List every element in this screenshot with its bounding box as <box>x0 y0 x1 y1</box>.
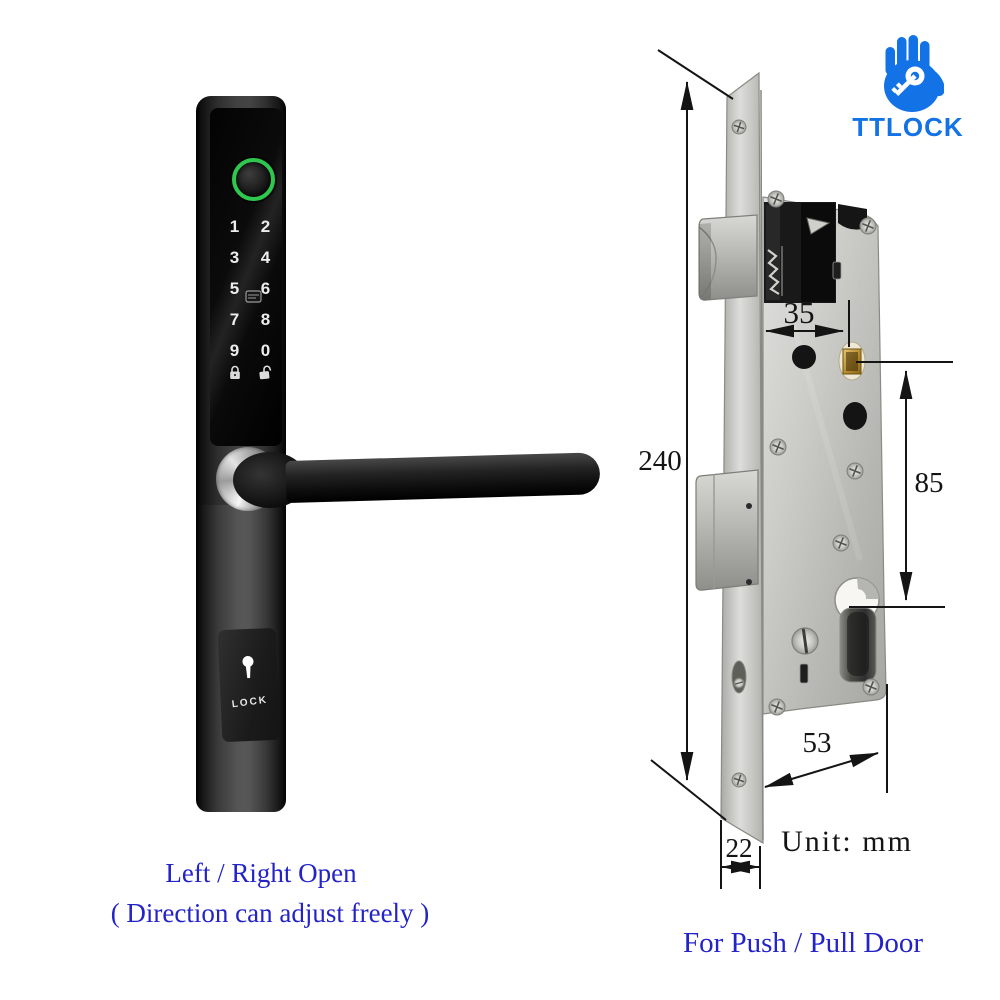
lock-status-keys <box>219 362 281 388</box>
case-screws <box>767 190 880 716</box>
key-6: 6 <box>260 279 271 298</box>
brand-name: TTLOCK <box>852 112 964 142</box>
dim-depth-arrow <box>764 752 879 788</box>
faceplate-edge <box>760 89 764 841</box>
caption-open-direction: Left / Right Open <box>165 858 357 888</box>
slot-bottom <box>799 663 809 684</box>
dim-backset-label: 35 <box>784 295 815 330</box>
key-1: 1 <box>229 217 240 236</box>
key-4: 4 <box>260 248 271 267</box>
door-handle-lever <box>285 452 601 503</box>
slot-top <box>832 261 842 280</box>
key-8: 8 <box>260 310 271 329</box>
unit-label: Unit: mm <box>781 825 913 858</box>
dim-height-label: 240 <box>638 445 682 477</box>
key-0: 0 <box>260 341 271 360</box>
ext-line-bottom <box>650 759 727 821</box>
caption-door-type: For Push / Pull Door <box>682 927 924 959</box>
faceplate <box>720 71 764 845</box>
unlocked-padlock-icon <box>258 365 274 385</box>
spring-mechanism <box>764 202 836 303</box>
dim-plate-label: 22 <box>726 833 753 863</box>
ext-line-top <box>657 49 734 100</box>
lock-cover-label: LOCK <box>231 694 269 711</box>
spring-coil <box>767 249 780 295</box>
fixing-hole <box>843 402 867 430</box>
key-cutout <box>891 66 925 97</box>
key-9: 9 <box>229 341 240 360</box>
keyhole-cover-panel: LOCK <box>217 627 281 743</box>
caption-direction-note: ( Direction can adjust freely ) <box>110 898 430 928</box>
keyhole-icon <box>240 655 257 687</box>
case-notch <box>838 204 867 230</box>
latch-guide <box>806 217 831 235</box>
dim-centers-label: 85 <box>915 467 944 499</box>
locked-padlock-icon <box>228 365 242 385</box>
key-3: 3 <box>229 248 240 267</box>
handle-hole <box>792 345 816 369</box>
slotted-screw <box>791 627 819 655</box>
mortise-lock-diagram: 240 35 85 53 22 Unit: mm <box>638 49 953 889</box>
hand-with-key-icon <box>882 30 945 119</box>
fingerprint-sensor <box>232 158 275 201</box>
deadbolt <box>695 469 759 591</box>
dim-depth-label: 53 <box>803 727 832 759</box>
keypad: 1 2 3 4 5 6 7 8 9 0 <box>219 211 281 366</box>
key-2: 2 <box>260 217 271 236</box>
cylinder-hole <box>834 577 880 683</box>
brushed-highlight <box>772 259 863 561</box>
key-5: 5 <box>229 279 240 298</box>
latch-bolt <box>698 214 758 301</box>
card-reader-icon <box>245 290 262 308</box>
faceplate-screws <box>731 119 747 788</box>
key-7: 7 <box>229 310 240 329</box>
dimension-lines <box>650 49 953 889</box>
